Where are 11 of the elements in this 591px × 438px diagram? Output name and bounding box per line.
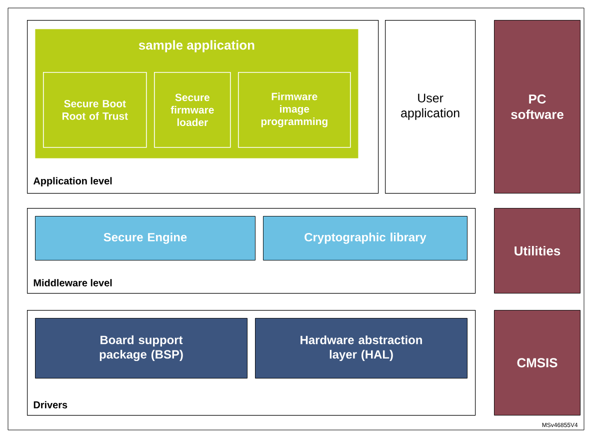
- tool-box: CMSIS: [494, 310, 580, 416]
- tool-box: PC software: [494, 20, 580, 194]
- component-box: Cryptographic library: [263, 216, 468, 260]
- component-box: Secure Engine: [35, 216, 256, 260]
- component-box: Board support package (BSP): [35, 318, 248, 378]
- application-box: User application: [385, 20, 476, 194]
- module-box: Firmware image programming: [238, 72, 351, 148]
- tool-box: Utilities: [494, 208, 580, 294]
- module-box: Secure Boot Root of Trust: [43, 72, 147, 148]
- module-box: Secure firmware loader: [154, 72, 231, 148]
- component-box: Hardware abstraction layer (HAL): [255, 318, 468, 378]
